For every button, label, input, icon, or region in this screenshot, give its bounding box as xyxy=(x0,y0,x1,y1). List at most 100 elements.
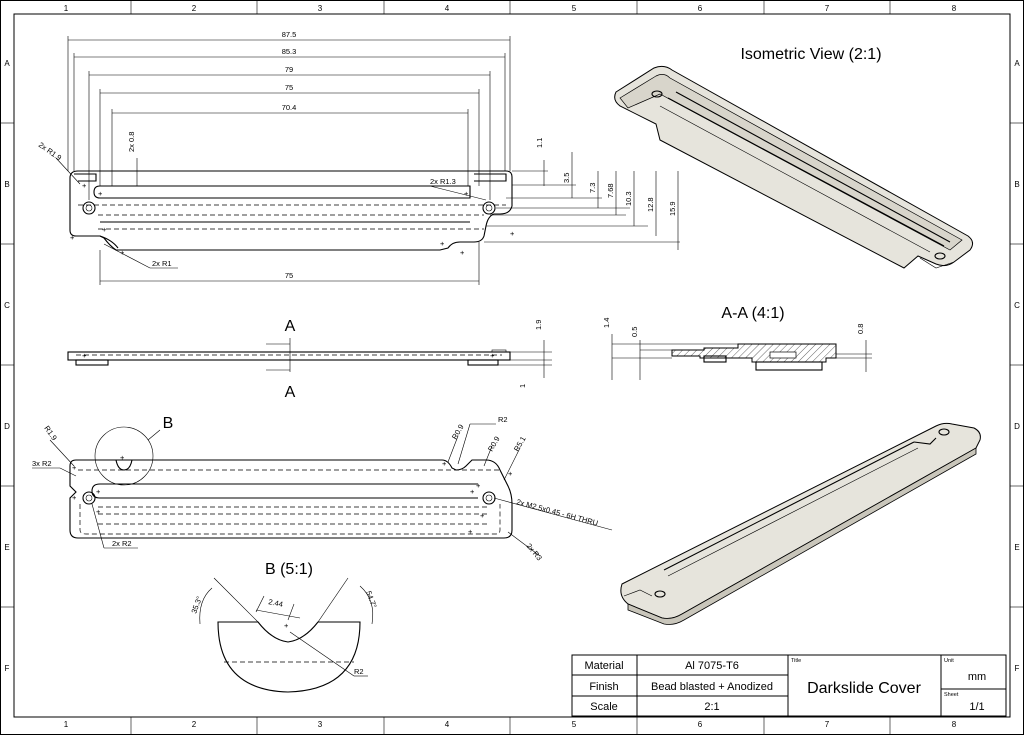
title-label: Title xyxy=(791,658,801,664)
zone-col-8-top: 8 xyxy=(952,4,957,13)
finish-value: Bead blasted + Anodized xyxy=(651,681,773,693)
zone-row-c-left: C xyxy=(4,301,10,310)
unit-label: Unit xyxy=(944,658,954,664)
svg-text:+: + xyxy=(70,233,75,242)
dim-85-3: 85.3 xyxy=(282,47,297,56)
dim-75: 75 xyxy=(285,83,293,92)
zone-labels: 1 2 3 4 5 6 7 8 1 2 3 4 5 6 7 8 A B C D … xyxy=(4,4,1020,729)
dim-1-1: 1.1 xyxy=(535,138,544,148)
zone-col-5-bottom: 5 xyxy=(572,720,577,729)
svg-text:+: + xyxy=(490,351,495,360)
zone-col-4-bottom: 4 xyxy=(445,720,450,729)
svg-text:+: + xyxy=(96,507,101,516)
material-label: Material xyxy=(584,660,623,672)
zone-row-e-right: E xyxy=(1014,543,1019,552)
svg-text:+: + xyxy=(476,481,481,490)
dim-1-9: 1.9 xyxy=(534,320,543,330)
isometric-view-title: Isometric View (2:1) xyxy=(740,46,881,63)
zone-row-d-left: D xyxy=(4,422,10,431)
svg-text:+: + xyxy=(82,181,87,190)
svg-text:+: + xyxy=(464,189,469,198)
zone-row-b-left: B xyxy=(4,180,9,189)
zone-row-e-left: E xyxy=(4,543,9,552)
svg-text:+: + xyxy=(510,229,515,238)
svg-text:+: + xyxy=(96,487,101,496)
svg-text:+: + xyxy=(284,621,289,630)
sheet-value: 1/1 xyxy=(969,701,984,713)
dim-bottom-75: 75 xyxy=(285,271,293,280)
svg-text:+: + xyxy=(102,225,107,234)
note-2x-r3: 2x R3 xyxy=(524,542,543,563)
svg-text:+: + xyxy=(120,453,125,462)
detail-view-b: B (5:1) 35.3° 54.7° 2.44 + R2 xyxy=(189,561,379,693)
zone-col-4-top: 4 xyxy=(445,4,450,13)
bottom-view: ++ ++ ++ ++ ++ + B R1.9 3x R2 R0.9 R2 R0… xyxy=(32,415,613,563)
section-mark-a-top: A xyxy=(285,318,296,335)
svg-text:+: + xyxy=(72,493,77,502)
zone-row-a-right: A xyxy=(1014,59,1020,68)
note-2x-r2: 2x R2 xyxy=(112,539,132,548)
side-view: ++ A A 1.9 1 xyxy=(67,318,552,401)
svg-text:+: + xyxy=(72,463,77,472)
zone-col-1-top: 1 xyxy=(64,4,69,13)
dim-2-44: 2.44 xyxy=(268,597,284,609)
zone-col-5-top: 5 xyxy=(572,4,577,13)
angle-54-7: 54.7° xyxy=(364,590,378,610)
sheet-label: Sheet xyxy=(944,692,959,698)
zone-col-2-top: 2 xyxy=(192,4,197,13)
dim-0-5: 0.5 xyxy=(630,327,639,337)
note-r1-9: R1.9 xyxy=(42,424,58,442)
zone-col-1-bottom: 1 xyxy=(64,720,69,729)
note-3x-r2: 3x R2 xyxy=(32,459,52,468)
svg-text:+: + xyxy=(82,351,87,360)
dim-87-5: 87.5 xyxy=(282,30,297,39)
dim-70-4: 70.4 xyxy=(282,103,297,112)
svg-text:+: + xyxy=(508,469,513,478)
isometric-view-top: Isometric View (2:1) xyxy=(614,46,974,269)
zone-row-b-right: B xyxy=(1014,180,1019,189)
top-view: ++ ++ ++ ++ + 87.5 85.3 79 75 70.4 75 2x… xyxy=(37,30,680,285)
note-2x-r1-9: 2x R1.9 xyxy=(37,140,63,162)
dim-3-5: 3.5 xyxy=(562,173,571,183)
zone-row-a-left: A xyxy=(4,59,10,68)
svg-text:+: + xyxy=(460,248,465,257)
unit-value: mm xyxy=(968,671,986,683)
zone-col-3-bottom: 3 xyxy=(318,720,323,729)
note-r0-9-a: R0.9 xyxy=(450,423,466,441)
note-thread-m2-5: 2x M2.5x0.45 - 6H THRU xyxy=(515,497,599,527)
dim-10-3: 10.3 xyxy=(624,191,633,206)
note-r0-9-b: R0.9 xyxy=(486,435,502,453)
dim-79: 79 xyxy=(285,65,293,74)
zone-col-6-bottom: 6 xyxy=(698,720,703,729)
zone-col-7-bottom: 7 xyxy=(825,720,830,729)
zone-row-f-left: F xyxy=(5,664,10,673)
note-2x-0-8: 2x 0.8 xyxy=(127,132,136,152)
note-detail-r2: R2 xyxy=(354,667,364,676)
note-r2: R2 xyxy=(498,415,508,424)
scale-label: Scale xyxy=(590,701,618,713)
isometric-view-bottom xyxy=(620,422,981,625)
dim-7-68: 7.68 xyxy=(606,183,615,198)
dim-12-8: 12.8 xyxy=(646,197,655,212)
dim-1: 1 xyxy=(518,384,527,388)
zone-col-7-top: 7 xyxy=(825,4,830,13)
svg-text:+: + xyxy=(120,248,125,257)
material-value: Al 7075-T6 xyxy=(685,660,739,672)
finish-label: Finish xyxy=(589,681,618,693)
detail-view-title: B (5:1) xyxy=(265,561,313,578)
svg-text:+: + xyxy=(98,189,103,198)
svg-text:+: + xyxy=(480,511,485,520)
zone-col-3-top: 3 xyxy=(318,4,323,13)
zone-row-d-right: D xyxy=(1014,422,1020,431)
svg-text:+: + xyxy=(442,459,447,468)
svg-text:+: + xyxy=(470,487,475,496)
zone-col-8-bottom: 8 xyxy=(952,720,957,729)
zone-col-2-bottom: 2 xyxy=(192,720,197,729)
title-block: Material Al 7075-T6 Finish Bead blasted … xyxy=(571,654,1007,717)
note-2x-r1: 2x R1 xyxy=(152,259,172,268)
detail-callout-b: B xyxy=(163,415,174,432)
svg-text:+: + xyxy=(468,527,473,536)
section-view-a-a: A-A (4:1) 1.4 0.5 0.8 xyxy=(602,305,872,380)
